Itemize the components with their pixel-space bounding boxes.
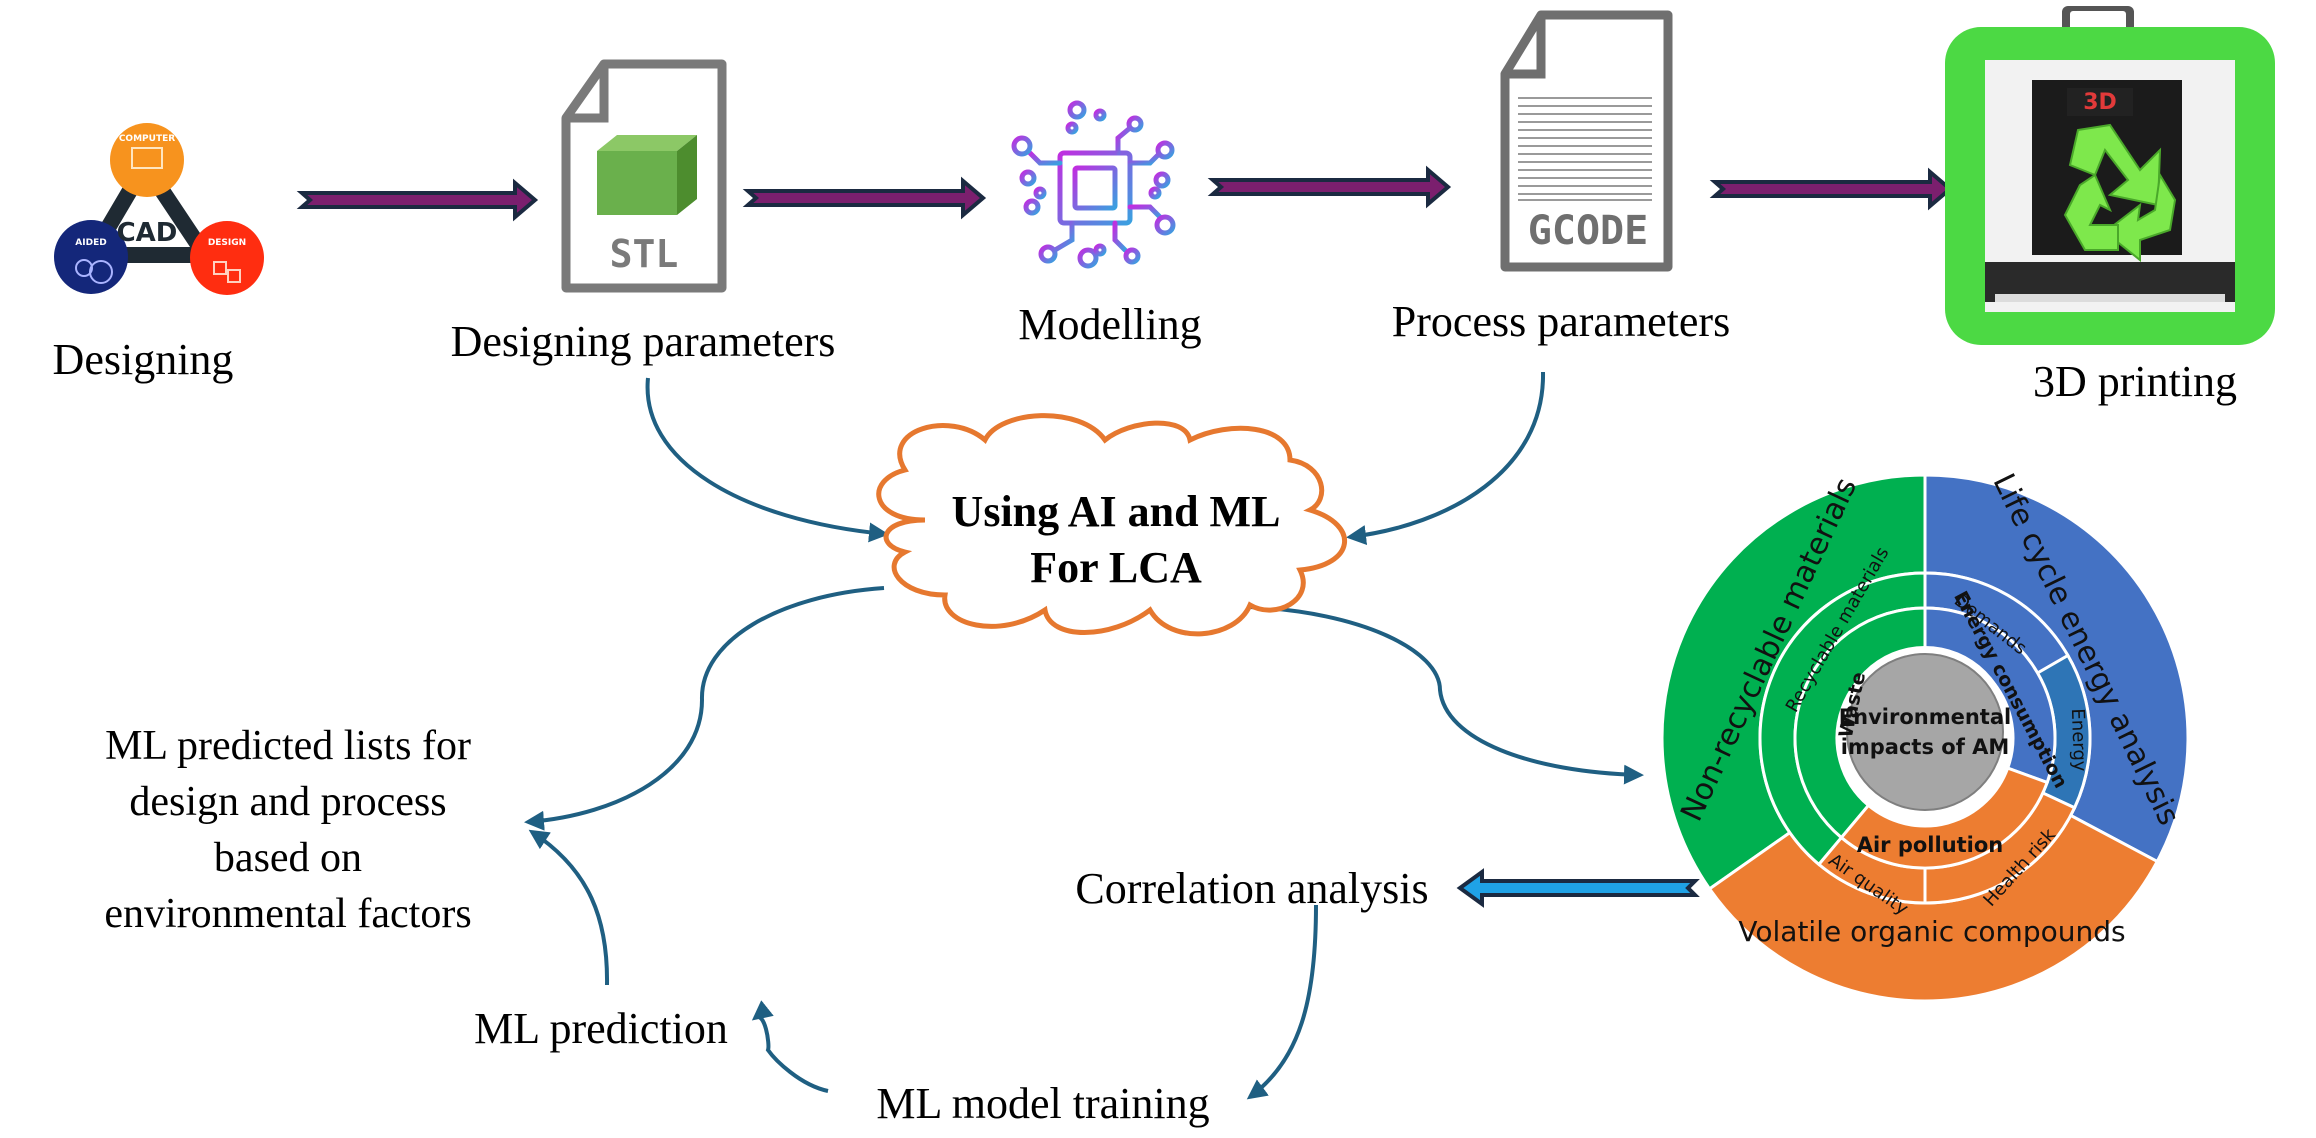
step-label-modelling: Modelling — [1018, 300, 1202, 349]
connector-training-to-prediction — [751, 1000, 829, 1093]
step-label-process-parameters: Process parameters — [1391, 297, 1731, 346]
sunburst-center-line1: Environmental — [1839, 705, 2011, 729]
sunburst-center-line2: impacts of AM — [1841, 735, 2010, 759]
sunburst-center — [1846, 653, 2004, 811]
ml-list-line: environmental factors — [104, 891, 472, 937]
cloud-label: Using AI and ML For LCA — [952, 484, 1281, 596]
connector-cloud-to-sunburst — [1249, 605, 1644, 785]
cad-logo-icon — [54, 123, 264, 295]
cad-text-computer: COMPUTER — [118, 134, 176, 144]
cad-text-design: DESIGN — [207, 238, 247, 248]
printer-badge: 3D — [2083, 90, 2117, 115]
stl-file-type: STL — [609, 232, 679, 276]
ai-chip-icon — [1011, 100, 1176, 269]
connector-params-to-cloud — [645, 377, 889, 543]
ml-list-line: based on — [213, 835, 363, 881]
sunburst-label-air-pollution: Air pollution — [1857, 833, 2004, 857]
sunburst-inner-air-pollution — [1839, 766, 2050, 870]
flow-arrow-modelling-to-process — [1207, 165, 1452, 209]
cad-text-center: CAD — [116, 218, 178, 248]
connector-correlation-to-training — [1246, 904, 1318, 1100]
step-label-3d-printing: 3D printing — [2032, 357, 2238, 406]
correlation-arrow — [1456, 868, 1700, 908]
ml-list-line: design and process — [129, 779, 447, 825]
connector-prediction-to-mllist — [528, 829, 610, 986]
ml-prediction-label: ML prediction — [474, 1004, 728, 1053]
step-label-designing: Designing — [52, 335, 234, 384]
3d-printer-recycle-icon — [1945, 6, 2275, 345]
gcode-file-type: GCODE — [1527, 208, 1649, 254]
sunburst-label-energy: Energy — [2067, 708, 2090, 772]
connector-process-to-cloud — [1346, 371, 1546, 546]
cloud-shape — [876, 413, 1348, 637]
flow-arrow-process-to-printing — [1709, 167, 1954, 211]
ml-list-line: ML predicted lists for — [105, 723, 471, 769]
cad-text-aided: AIDED — [75, 238, 107, 248]
flow-arrow-designing-to-params — [296, 178, 539, 222]
cloud-label-line2: For LCA — [1030, 543, 1202, 592]
stl-file-icon — [561, 59, 727, 293]
ml-model-training-label: ML model training — [876, 1079, 1210, 1128]
cloud-label-line1: Using AI and ML — [951, 487, 1281, 536]
flow-arrow-params-to-modelling — [742, 176, 987, 220]
sunburst-label-volatile-organic-compounds: Volatile organic compounds — [1738, 915, 2125, 948]
correlation-analysis-label: Correlation analysis — [1075, 864, 1429, 913]
gcode-file-icon — [1500, 10, 1673, 272]
sunburst-inner-waste — [1793, 606, 1927, 840]
step-label-designing-parameters: Designing parameters — [450, 317, 836, 366]
ml-predicted-lists: ML predicted lists for design and proces… — [104, 718, 471, 942]
connector-cloud-to-mllist — [524, 586, 885, 831]
